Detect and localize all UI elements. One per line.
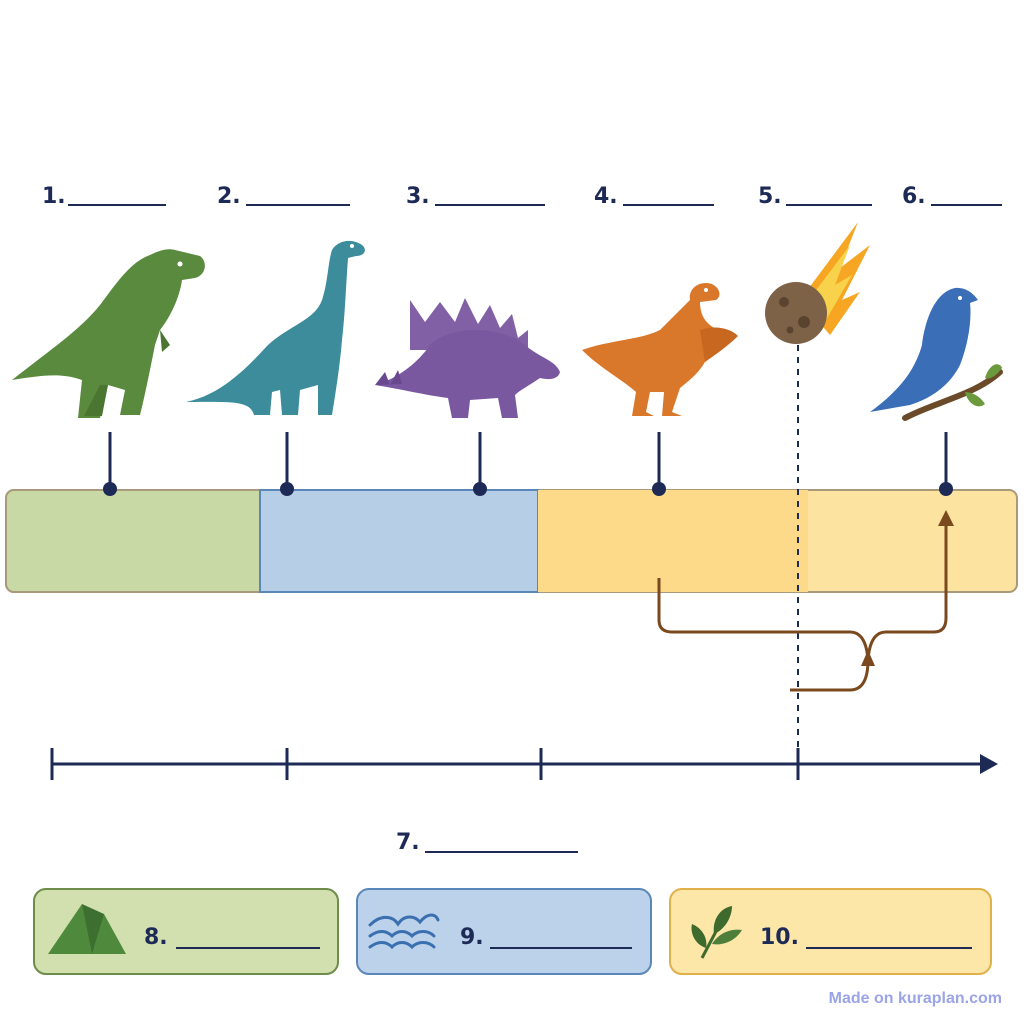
label-8-number: 8.: [144, 925, 168, 950]
mountain-icon: [48, 904, 126, 954]
stems: [108, 432, 948, 488]
bird-icon: [870, 287, 1003, 421]
era-band-yellow-dark: [538, 490, 808, 592]
leaf-icon: [691, 906, 742, 959]
footer-credit: Made on kuraplan.com: [828, 990, 1002, 1007]
era-band-blue: [259, 489, 539, 593]
label-2-number: 2.: [217, 184, 241, 209]
label-7-number: 7.: [396, 830, 420, 855]
label-5: 5.: [758, 184, 872, 209]
brachiosaurus-icon: [186, 240, 365, 415]
era-band-green: [5, 489, 261, 593]
feathered-raptor-icon: [582, 282, 738, 416]
label-4: 4.: [594, 184, 714, 209]
label-3: 3.: [406, 184, 545, 209]
label-6-number: 6.: [902, 184, 926, 209]
label-10-number: 10.: [760, 925, 799, 950]
label-1-number: 1.: [42, 184, 66, 209]
t-rex-icon: [12, 249, 205, 418]
box-9: 9.: [356, 888, 652, 975]
bar-dots: [103, 482, 953, 496]
arrow-branch-head: [861, 650, 875, 666]
era-bar: [5, 489, 1018, 593]
label-6: 6.: [902, 184, 1002, 209]
arrow-up-head: [938, 510, 954, 526]
label-9-number: 9.: [460, 925, 484, 950]
label-1: 1.: [42, 184, 166, 209]
axis-arrow-head: [980, 754, 998, 774]
stegosaurus-icon: [375, 298, 560, 418]
label-4-number: 4.: [594, 184, 618, 209]
box-10: 10.: [669, 888, 992, 975]
time-axis: [50, 748, 988, 780]
label-3-number: 3.: [406, 184, 430, 209]
meteor-icon: [765, 222, 870, 344]
box-8: 8.: [33, 888, 339, 975]
wave-icon: [368, 913, 440, 950]
label-5-number: 5.: [758, 184, 782, 209]
label-2: 2.: [217, 184, 350, 209]
label-7: 7.: [396, 830, 578, 855]
